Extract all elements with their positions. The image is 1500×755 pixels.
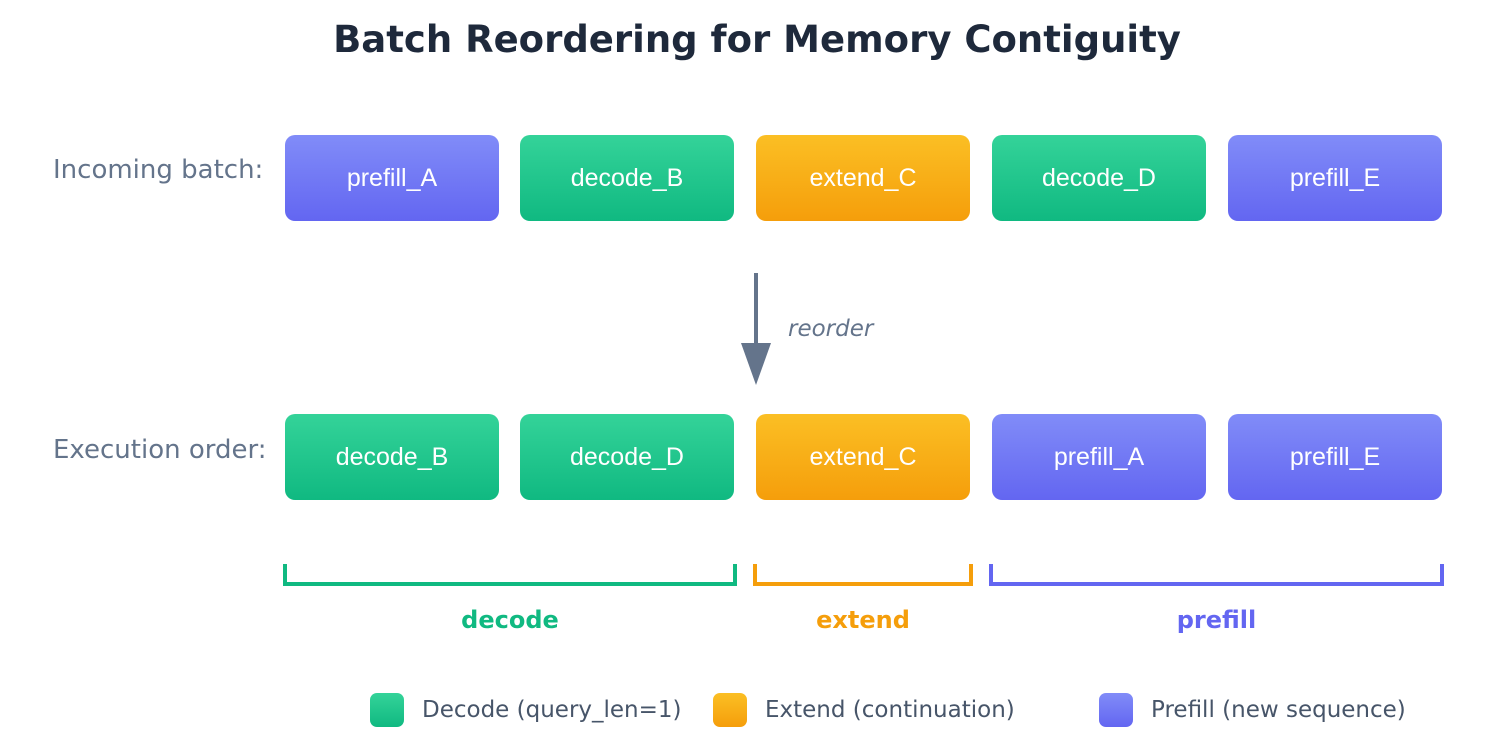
prefill-swatch-icon	[1099, 693, 1133, 727]
reorder-arrow-icon	[741, 273, 771, 385]
decode-group-label: decode	[461, 606, 559, 634]
incoming-block-decode-b: decode_B	[520, 135, 734, 221]
legend-item-extend: Extend (continuation)	[713, 692, 1015, 728]
execution-order-row: decode_B decode_D extend_C prefill_A pre…	[285, 414, 1445, 500]
incoming-block-decode-d: decode_D	[992, 135, 1206, 221]
legend-item-decode: Decode (query_len=1)	[370, 692, 682, 728]
extend-swatch-icon	[713, 693, 747, 727]
legend-label-prefill: Prefill (new sequence)	[1151, 697, 1406, 723]
legend-item-prefill: Prefill (new sequence)	[1099, 692, 1406, 728]
decode-group-bracket	[283, 564, 737, 586]
prefill-group-bracket	[989, 564, 1444, 586]
incoming-block-prefill-a: prefill_A	[285, 135, 499, 221]
execution-block-prefill-e: prefill_E	[1228, 414, 1442, 500]
legend-label-decode: Decode (query_len=1)	[422, 697, 682, 723]
execution-order-label: Execution order:	[53, 435, 267, 465]
incoming-block-extend-c: extend_C	[756, 135, 970, 221]
legend-label-extend: Extend (continuation)	[765, 697, 1015, 723]
incoming-block-prefill-e: prefill_E	[1228, 135, 1442, 221]
incoming-batch-label: Incoming batch:	[53, 155, 264, 185]
prefill-group-label: prefill	[1176, 606, 1257, 634]
execution-block-decode-b: decode_B	[285, 414, 499, 500]
execution-block-decode-d: decode_D	[520, 414, 734, 500]
reorder-label: reorder	[788, 316, 874, 342]
extend-group-label: extend	[816, 606, 910, 634]
decode-swatch-icon	[370, 693, 404, 727]
diagram-title: Batch Reordering for Memory Contiguity	[333, 18, 1181, 61]
incoming-batch-row: prefill_A decode_B extend_C decode_D pre…	[285, 135, 1445, 221]
execution-block-extend-c: extend_C	[756, 414, 970, 500]
extend-group-bracket	[753, 564, 973, 586]
execution-block-prefill-a: prefill_A	[992, 414, 1206, 500]
